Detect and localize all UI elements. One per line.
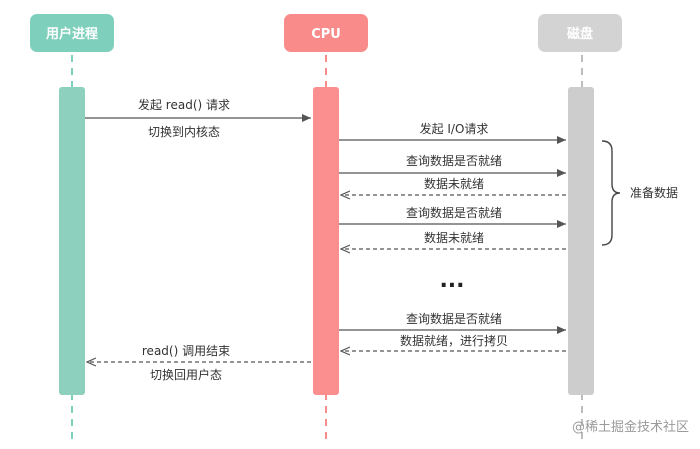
activation-bar-cpu: [313, 87, 339, 395]
ellipsis: ...: [439, 268, 464, 293]
prepare-data-brace: [601, 140, 621, 246]
message-label-read-request: 发起 read() 请求: [138, 97, 230, 112]
message-label-query-1: 查询数据是否就绪: [406, 153, 502, 168]
message-label-switch-kernel: 切换到内核态: [148, 125, 220, 139]
message-label-data-ready: 数据就绪，进行拷贝: [400, 333, 508, 348]
message-label-query-3: 查询数据是否就绪: [406, 311, 502, 326]
watermark-text: @稀土掘金技术社区: [572, 419, 689, 435]
message-label-not-ready-2: 数据未就绪: [424, 230, 484, 245]
participant-cpu-label: CPU: [311, 27, 341, 42]
prepare-data-label: 准备数据: [630, 185, 678, 200]
participant-cpu: CPU: [284, 14, 368, 52]
participant-disk-label: 磁盘: [567, 26, 593, 42]
message-label-read-end: read() 调用结束: [142, 344, 230, 358]
message-label-not-ready-1: 数据未就绪: [424, 176, 484, 191]
participant-user: 用户进程: [30, 14, 114, 52]
message-label-io-request: 发起 I/O请求: [420, 121, 489, 136]
participant-disk: 磁盘: [538, 14, 622, 52]
participant-user-label: 用户进程: [45, 26, 98, 42]
activation-bar-disk: [568, 87, 594, 395]
message-label-switch-user: 切换回用户态: [150, 367, 222, 382]
activation-bar-user: [59, 87, 85, 395]
message-label-query-2: 查询数据是否就绪: [406, 205, 502, 220]
